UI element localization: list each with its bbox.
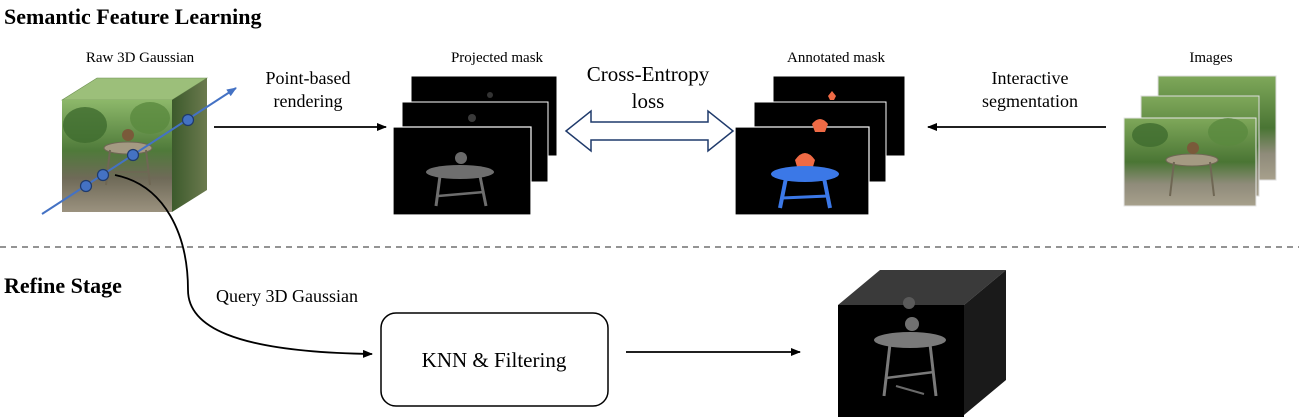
rendering-label: rendering xyxy=(274,91,343,111)
knn-filtering-box xyxy=(380,312,609,407)
section-title-semantic: Semantic Feature Learning xyxy=(4,4,261,29)
gaussian-point xyxy=(79,179,93,193)
images-label: Images xyxy=(1189,50,1232,66)
interactive-label: Interactive xyxy=(992,68,1069,88)
images-stack xyxy=(1123,75,1277,207)
raw-gaussian-label: Raw 3D Gaussian xyxy=(86,50,195,66)
cross-entropy-double-arrow xyxy=(564,109,735,153)
gaussian-point xyxy=(126,148,140,162)
section-title-refine: Refine Stage xyxy=(4,273,122,298)
point-based-label: Point-based xyxy=(266,68,351,88)
refined-gaussian-cube xyxy=(838,270,1006,417)
gaussian-point xyxy=(96,168,110,182)
projected-mask-label: Projected mask xyxy=(451,50,544,66)
query-curve-arrow xyxy=(114,174,373,358)
loss-label: loss xyxy=(632,89,665,113)
raw-gaussian-cube xyxy=(60,77,209,212)
annotated-mask-stack xyxy=(734,75,906,216)
segmentation-label: segmentation xyxy=(982,91,1078,111)
query-gaussian-label: Query 3D Gaussian xyxy=(216,286,358,306)
gaussian-point xyxy=(181,113,195,127)
camera-ray xyxy=(41,87,237,215)
cross-entropy-label: Cross-Entropy xyxy=(587,62,710,86)
annotated-mask-label: Annotated mask xyxy=(787,50,885,66)
knn-filtering-label: KNN & Filtering xyxy=(422,348,567,372)
projected-mask-stack xyxy=(392,75,558,216)
